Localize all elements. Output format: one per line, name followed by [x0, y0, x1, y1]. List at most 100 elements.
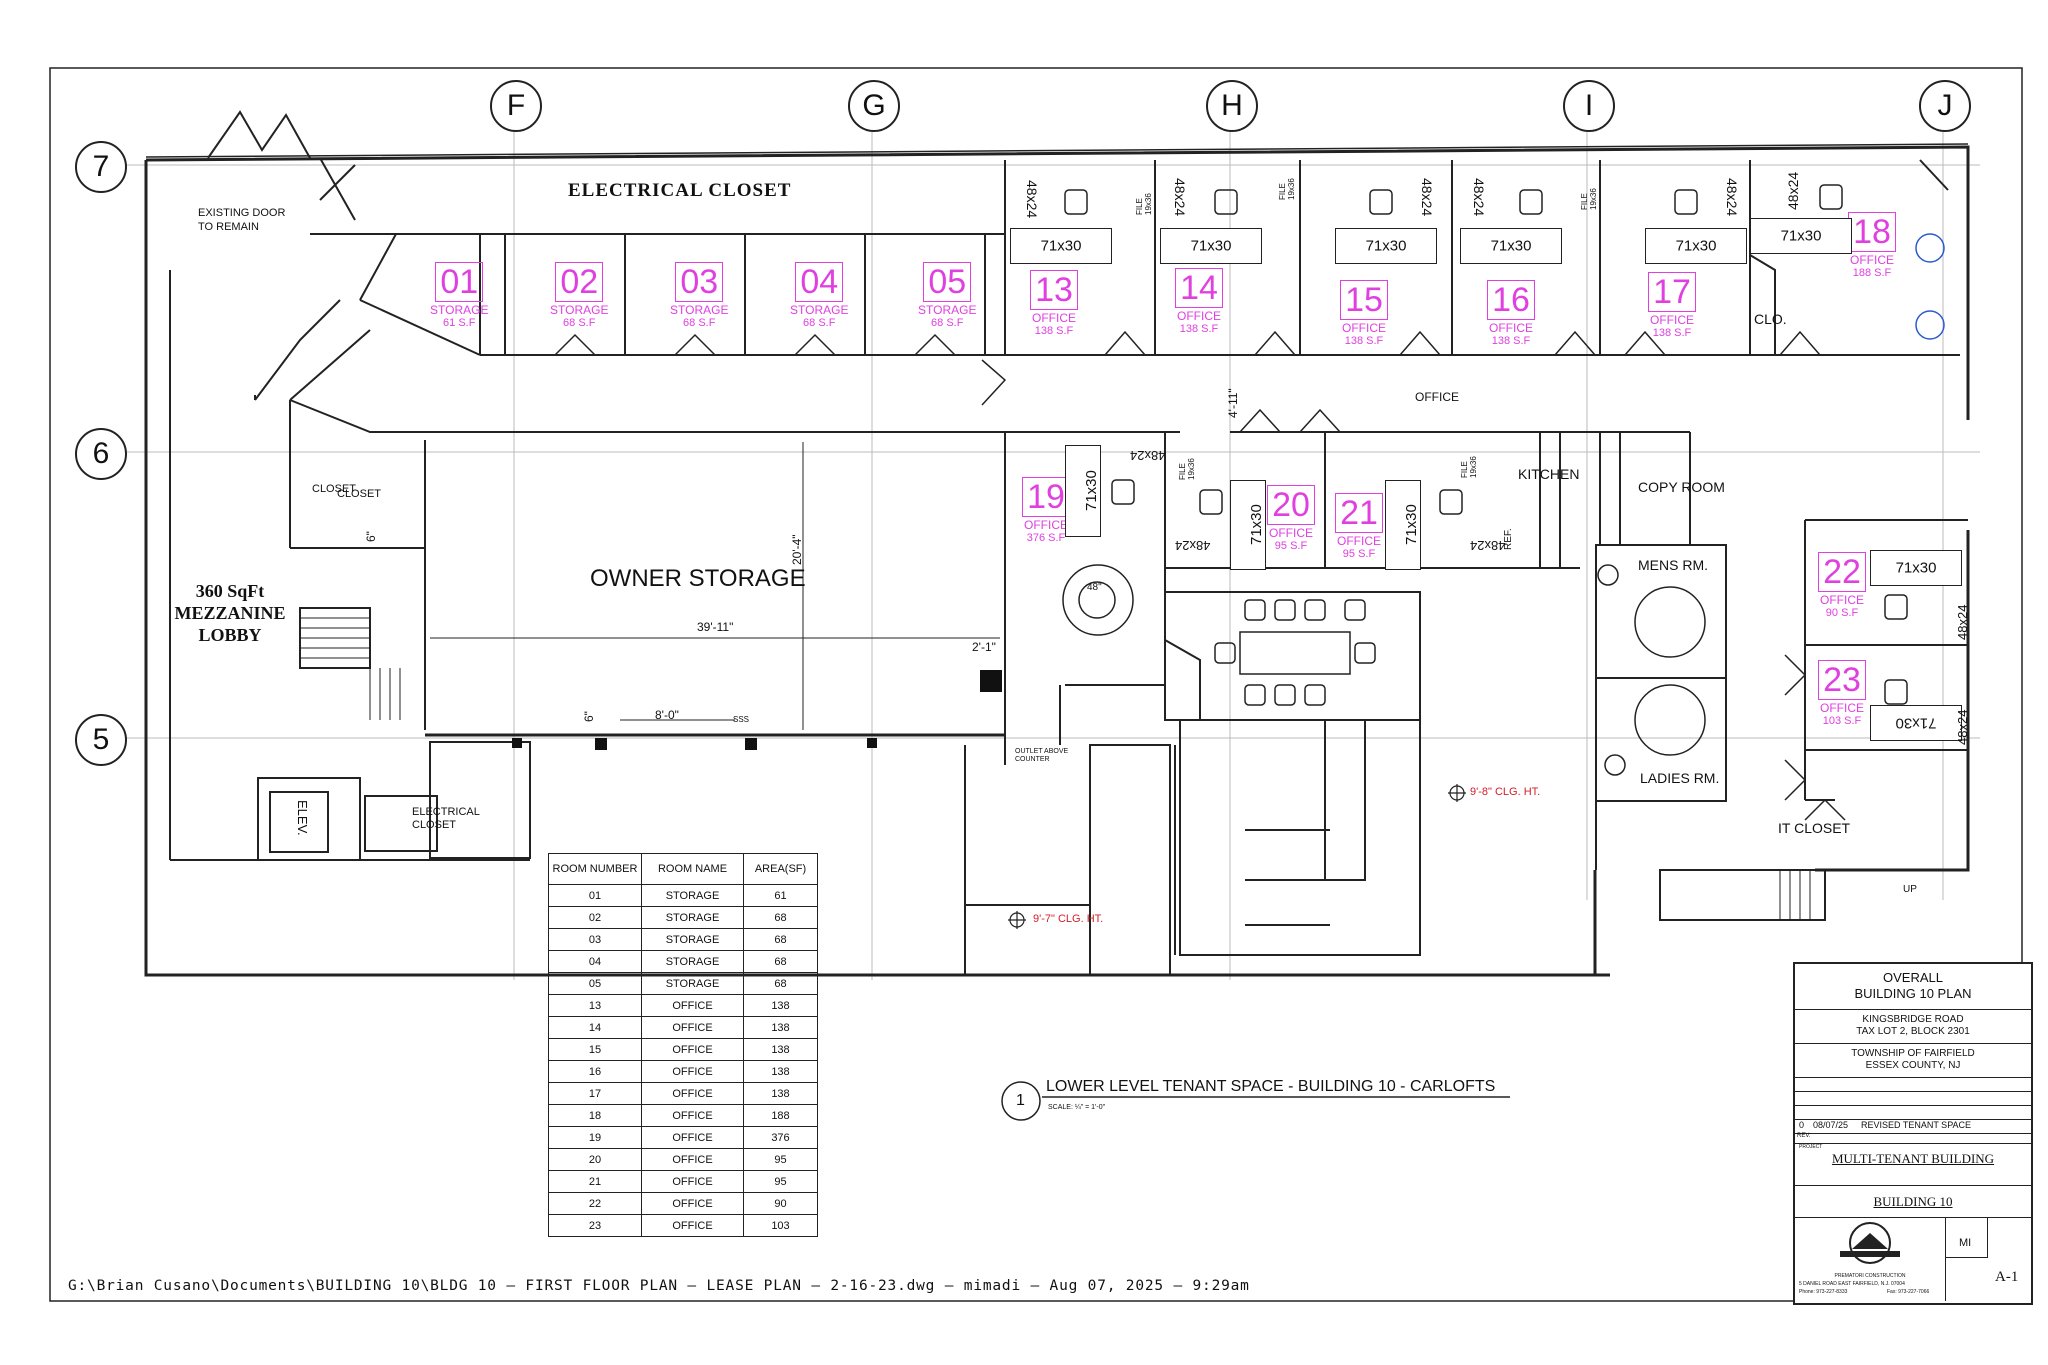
dim-height: 20'-4" [790, 534, 804, 565]
desk-17: 71x30 [1645, 228, 1747, 264]
desk-19: 71x30 [1065, 445, 1101, 537]
file-path: G:\Brian Cusano\Documents\BUILDING 10\BL… [68, 1278, 1250, 1294]
owner-storage-label: OWNER STORAGE [590, 565, 806, 592]
desk-48x24-g: 48x24 [1130, 448, 1166, 463]
title-block-township: TOWNSHIP OF FAIRFIELD ESSEX COUNTY, NJ [1795, 1043, 2031, 1078]
ceiling-height-97: 9'-7" CLG. HT. [1033, 913, 1104, 925]
desk-20: 71x30 [1230, 480, 1266, 570]
area-cell: 138 [743, 1016, 818, 1039]
area-cell: 68 [743, 972, 818, 995]
area-cell: 138 [743, 1038, 818, 1061]
room-number-cell: 05 [548, 972, 642, 995]
room-number-cell: 22 [548, 1192, 642, 1215]
room-number-cell: 14 [548, 1016, 642, 1039]
view-number-circle [1001, 1081, 1041, 1121]
company-phone: Phone: 973-227-8333 [1799, 1289, 1848, 1295]
area-cell: 138 [743, 1060, 818, 1083]
grid-bubble-6: 6 [75, 428, 127, 480]
file-label-d: FILE 19x36 [1178, 458, 1196, 480]
header-area: AREA(SF) [743, 853, 818, 885]
mezzanine-label: 360 SqFt MEZZANINE LOBBY [174, 581, 286, 645]
project-name: MULTI-TENANT BUILDING [1831, 1151, 1995, 1166]
file-label-e: FILE 19x36 [1460, 456, 1478, 478]
existing-door-label: EXISTING DOOR TO REMAIN [198, 207, 286, 233]
desk-16: 71x30 [1460, 228, 1562, 264]
room-name-cell: STORAGE [641, 950, 744, 973]
area-cell: 376 [743, 1126, 818, 1149]
area-cell: 95 [743, 1148, 818, 1171]
closet-label-b: CLOSET [337, 488, 382, 500]
rev-date: 08/07/25 [1813, 1120, 1849, 1130]
view-number: 1 [1016, 1092, 1025, 1109]
room-number-cell: 04 [548, 950, 642, 973]
sheet-number-cell: A-1 [1987, 1257, 2031, 1301]
drawn-by: MI [1959, 1237, 1972, 1249]
copy-room-label: COPY ROOM [1638, 479, 1725, 495]
desk-23: 71x30 [1870, 705, 1962, 741]
room-name-cell: STORAGE [641, 972, 744, 995]
desk-48x24-a: 48x24 [1024, 180, 1040, 219]
header-room-name: ROOM NAME [641, 853, 744, 885]
title-block-title: OVERALL BUILDING 10 PLAN [1795, 964, 2031, 1010]
room-number-cell: 20 [548, 1148, 642, 1171]
ref-label: REF. [1503, 528, 1514, 550]
ceiling-height-98: 9'-8" CLG. HT. [1470, 786, 1541, 798]
kitchen-label: KITCHEN [1518, 466, 1580, 482]
desk-14: 71x30 [1160, 228, 1262, 264]
rev-number: 0 [1799, 1120, 1805, 1130]
room-number-cell: 13 [548, 994, 642, 1017]
desk-22: 71x30 [1870, 550, 1962, 586]
sheet-title: OVERALL BUILDING 10 PLAN [1854, 970, 1972, 1001]
table-48-label: 48" [1087, 582, 1102, 593]
room-name-cell: STORAGE [641, 928, 744, 951]
room-name-cell: OFFICE [641, 1082, 744, 1105]
logo-area: PREMATORI CONSTRUCTION 5 DANIEL ROAD EAS… [1795, 1217, 1946, 1301]
grid-lines [124, 128, 1980, 980]
dim-6in-a: 6" [582, 711, 596, 722]
address-text: KINGSBRIDGE ROAD TAX LOT 2, BLOCK 2301 [1856, 1014, 1970, 1037]
area-cell: 61 [743, 884, 818, 907]
sheet-border [49, 67, 2023, 1302]
dim-4ft11: 4'-11" [1226, 388, 1240, 418]
title-block-address: KINGSBRIDGE ROAD TAX LOT 2, BLOCK 2301 [1795, 1009, 2031, 1044]
room-name-cell: OFFICE [641, 1016, 744, 1039]
view-scale: SCALE: ¼" = 1'-0" [1048, 1104, 1106, 1111]
project-row: PROJECT MULTI-TENANT BUILDING [1795, 1143, 2031, 1186]
electrical-closet-label: ELECTRICAL CLOSET [568, 180, 792, 201]
room-name-cell: OFFICE [641, 1170, 744, 1193]
ladies-room-label: LADIES RM. [1640, 770, 1720, 786]
area-cell: 138 [743, 994, 818, 1017]
room-number-cell: 02 [548, 906, 642, 929]
desk-48x24-i: 48x24 [1470, 538, 1506, 553]
rev-blank-2 [1795, 1091, 2031, 1106]
dim-6in-b: 6" [364, 531, 378, 542]
desk-13: 71x30 [1010, 228, 1112, 264]
rev-label: REV. [1797, 1133, 1811, 1139]
sheet-number: A-1 [1995, 1269, 2019, 1285]
rev-description: REVISED TENANT SPACE [1861, 1120, 1972, 1130]
table-header-row: ROOM NUMBER ROOM NAME AREA(SF) [548, 853, 818, 885]
electrical-closet-small-label: ELECTRICAL CLOSET [412, 806, 480, 831]
grid-bubble-g: G [848, 80, 900, 132]
room-name-cell: OFFICE [641, 1060, 744, 1083]
